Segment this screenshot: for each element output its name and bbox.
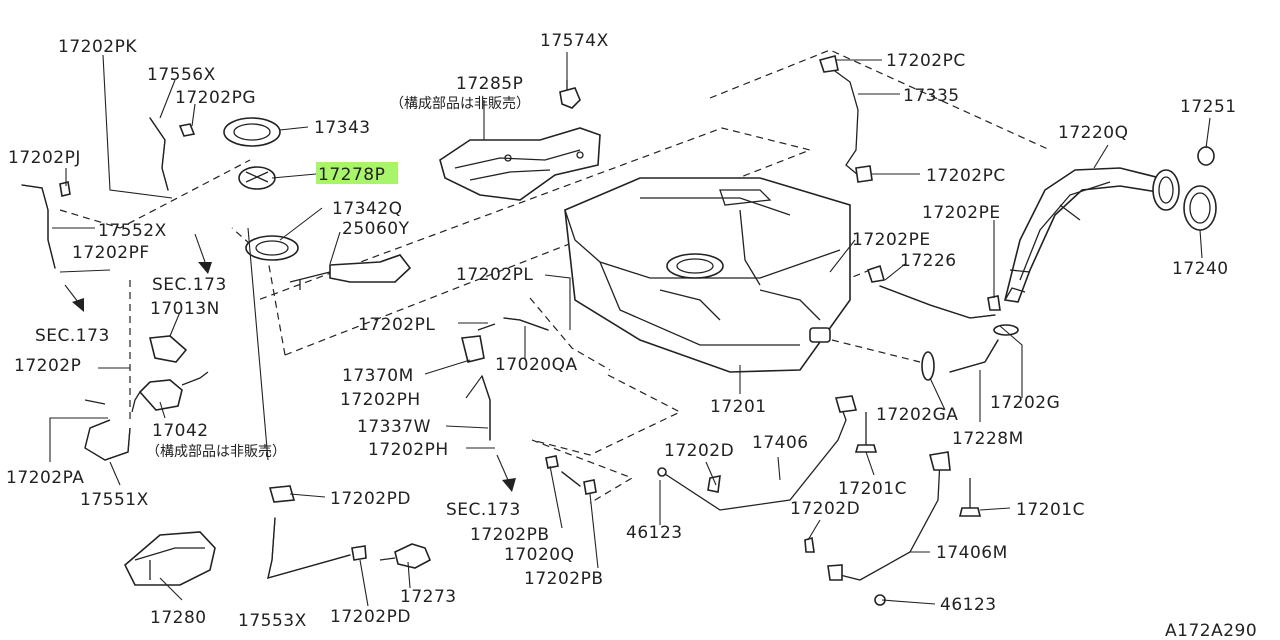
part-label-17202p[interactable]: 17202P xyxy=(14,356,81,376)
part-label-17273[interactable]: 17273 xyxy=(400,587,457,607)
part-label-17202g[interactable]: 17202G xyxy=(990,393,1060,413)
part-label-17202pg[interactable]: 17202PG xyxy=(175,88,256,108)
canister xyxy=(124,531,216,586)
part-label-17202pa[interactable]: 17202PA xyxy=(6,468,84,488)
heat-shield xyxy=(439,127,601,201)
part-label-17343[interactable]: 17343 xyxy=(314,118,371,138)
section-ref-173-b[interactable]: SEC.173 xyxy=(35,326,110,346)
fuel-pump xyxy=(84,335,209,413)
part-label-17202pb-b[interactable]: 17202PB xyxy=(524,569,604,589)
cap-17278p xyxy=(238,166,276,190)
part-label-17335[interactable]: 17335 xyxy=(903,86,960,106)
valve-17273 xyxy=(379,543,432,569)
part-label-46123-a[interactable]: 46123 xyxy=(626,523,683,543)
part-label-17342q[interactable]: 17342Q xyxy=(332,199,402,219)
arrow-down-icon xyxy=(198,262,212,274)
hose-17551x xyxy=(84,419,131,461)
part-label-46123-b[interactable]: 46123 xyxy=(940,595,997,615)
part-label-17013n[interactable]: 17013N xyxy=(150,299,220,319)
hose-17228m xyxy=(921,324,1019,381)
part-label-17202ph-b[interactable]: 17202PH xyxy=(368,440,449,460)
hose-17226 xyxy=(866,264,1001,319)
hose-17020q xyxy=(545,455,597,495)
part-label-17280[interactable]: 17280 xyxy=(150,608,207,628)
part-label-17202pb-a[interactable]: 17202PB xyxy=(470,525,550,545)
section-ref-173-a[interactable]: SEC.173 xyxy=(152,275,227,295)
hose-17337w xyxy=(481,375,491,441)
part-label-25060y[interactable]: 25060Y xyxy=(342,219,410,239)
part-label-17285p[interactable]: 17285P xyxy=(456,74,523,94)
filler-ring xyxy=(1152,146,1217,231)
part-label-17552x[interactable]: 17552X xyxy=(98,221,167,241)
section-arrows xyxy=(64,233,516,492)
part-label-17202pc-a[interactable]: 17202PC xyxy=(886,51,966,71)
part-label-17202pe-a[interactable]: 17202PE xyxy=(922,203,1001,223)
part-label-17202pk[interactable]: 17202PK xyxy=(58,37,137,57)
part-label-17020qa[interactable]: 17020QA xyxy=(495,355,578,375)
not-sold-note-1: （構成部品は非販売） xyxy=(390,96,530,112)
part-label-17202pl-b[interactable]: 17202PL xyxy=(358,315,435,335)
part-label-17278p[interactable]: 17278P xyxy=(318,165,385,185)
leader-lines xyxy=(49,52,1211,607)
part-label-17220q[interactable]: 17220Q xyxy=(1058,123,1128,143)
part-label-17202pl-a[interactable]: 17202PL xyxy=(456,265,533,285)
fuel-line-17406m xyxy=(804,451,951,606)
part-label-17042[interactable]: 17042 xyxy=(152,421,209,441)
filler-tube xyxy=(1004,167,1161,303)
fuel-line-17406 xyxy=(657,395,858,511)
part-label-17251[interactable]: 17251 xyxy=(1180,97,1237,117)
diagram-code: A172A290 xyxy=(1165,621,1257,640)
part-label-17202pf[interactable]: 17202PF xyxy=(72,243,150,263)
part-label-17201c-b[interactable]: 17201C xyxy=(1016,500,1085,520)
part-label-17574x[interactable]: 17574X xyxy=(540,31,609,51)
part-label-17406m[interactable]: 17406M xyxy=(936,543,1008,563)
hose-17552x xyxy=(21,181,71,269)
part-label-17202pj[interactable]: 17202PJ xyxy=(8,148,81,168)
part-label-17240[interactable]: 17240 xyxy=(1172,259,1229,279)
bolts xyxy=(854,412,982,517)
part-label-17202pd-b[interactable]: 17202PD xyxy=(330,607,411,627)
parts xyxy=(21,55,1217,606)
part-highlight xyxy=(316,162,398,184)
sender-unit xyxy=(245,235,412,290)
part-label-17202ph-a[interactable]: 17202PH xyxy=(340,390,421,410)
section-ref-173-c[interactable]: SEC.173 xyxy=(446,500,521,520)
hose-17553x xyxy=(267,485,367,579)
part-label-17228m[interactable]: 17228M xyxy=(952,429,1024,449)
part-label-17556x[interactable]: 17556X xyxy=(147,65,216,85)
part-label-17406[interactable]: 17406 xyxy=(752,433,809,453)
hose-17556x xyxy=(149,117,196,191)
not-sold-note-2: （構成部品は非販売） xyxy=(146,444,286,460)
part-label-17202d-b[interactable]: 17202D xyxy=(790,499,860,519)
part-label-17553x[interactable]: 17553X xyxy=(238,611,307,631)
part-label-17201[interactable]: 17201 xyxy=(710,397,767,417)
lock-ring xyxy=(223,117,281,147)
part-label-17202pd-a[interactable]: 17202PD xyxy=(330,489,411,509)
fuel-tank xyxy=(564,177,851,373)
part-label-17202pe-b[interactable]: 17202PE xyxy=(852,230,931,250)
arrow-down-icon xyxy=(72,298,84,312)
part-label-17202pc-b[interactable]: 17202PC xyxy=(926,166,1006,186)
part-label-17337w[interactable]: 17337W xyxy=(357,417,431,437)
valve-17370m xyxy=(461,317,549,363)
clip-17574x xyxy=(559,80,581,109)
part-labels[interactable]: 17202PK 17556X 17202PG 17343 17278P 1734… xyxy=(6,31,1257,640)
part-label-17201c-a[interactable]: 17201C xyxy=(838,479,907,499)
part-label-17226[interactable]: 17226 xyxy=(900,251,957,271)
part-label-17551x[interactable]: 17551X xyxy=(80,490,149,510)
arrow-down-icon xyxy=(502,478,516,492)
part-label-17202d-a[interactable]: 17202D xyxy=(664,441,734,461)
part-label-17370m[interactable]: 17370M xyxy=(342,366,414,386)
part-label-17020q[interactable]: 17020Q xyxy=(504,545,574,565)
breather-tube xyxy=(818,55,873,183)
part-label-17202ga[interactable]: 17202GA xyxy=(876,405,958,425)
